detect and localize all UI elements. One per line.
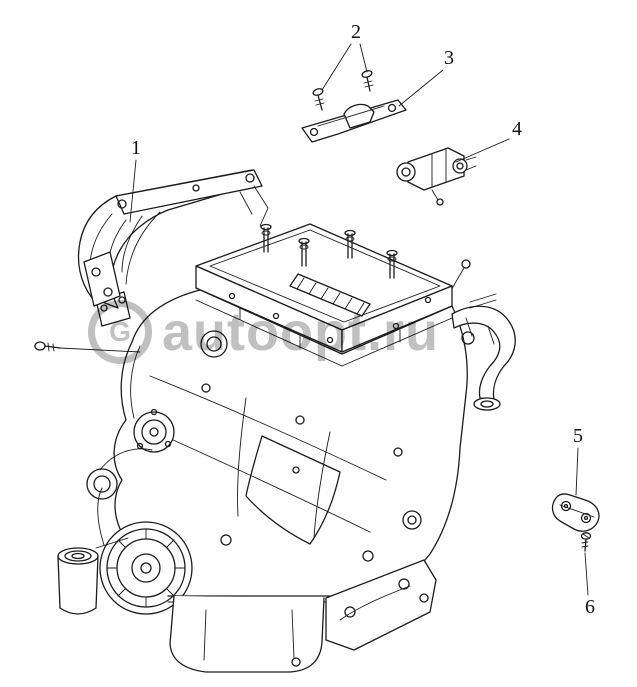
screw-part <box>580 532 592 552</box>
valve-cover <box>195 223 453 353</box>
bolt-part-b <box>361 70 374 92</box>
callout-6-label: 6 <box>585 596 595 618</box>
callout-4: 4 <box>455 118 522 163</box>
crank-pulley <box>99 521 193 615</box>
callout-2-label: 2 <box>351 21 361 43</box>
oil-pan <box>167 595 331 673</box>
callout-4-label: 4 <box>512 118 522 140</box>
loose-bolt <box>34 341 141 353</box>
plug-stud <box>260 223 272 253</box>
small-bracket-part <box>551 493 600 532</box>
front-accessory-drive <box>57 408 193 615</box>
callout-1-label: 1 <box>131 137 141 159</box>
callout-3-label: 3 <box>444 47 454 69</box>
callout-2: 2 <box>321 21 368 91</box>
callout-1: 1 <box>129 137 141 223</box>
callout-5: 5 <box>573 425 583 496</box>
plug-stud <box>386 249 398 279</box>
bolt-part-a <box>312 88 325 111</box>
water-outlet-hose <box>445 259 516 411</box>
oil-filter <box>57 537 129 615</box>
callout-5-label: 5 <box>573 425 583 447</box>
bracket-plate-part <box>301 99 407 143</box>
solenoid-component-part <box>396 147 477 206</box>
callout-3: 3 <box>398 47 454 107</box>
plug-stud <box>298 237 310 267</box>
plug-stud <box>344 229 356 259</box>
bell-housing <box>325 559 437 651</box>
callout-6: 6 <box>584 552 595 618</box>
